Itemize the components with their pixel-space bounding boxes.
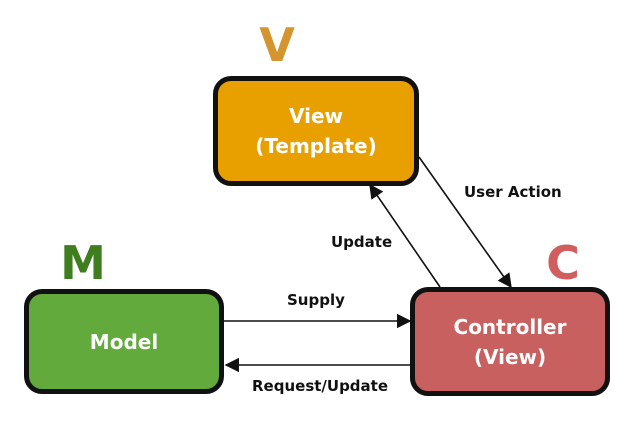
controller-box-title: Controller — [453, 314, 567, 339]
view-box-title: View — [288, 104, 344, 128]
label-user-action: User Action — [464, 183, 562, 201]
label-supply: Supply — [287, 291, 345, 309]
view-box: View (Template) — [213, 76, 419, 186]
letter-v: V — [259, 18, 295, 72]
letter-c: C — [546, 236, 580, 290]
arrow-update — [369, 183, 441, 288]
letter-m: M — [60, 236, 106, 290]
label-request-update: Request/Update — [252, 377, 389, 395]
controller-box-subtitle: (View) — [473, 344, 547, 369]
model-box: Model — [24, 289, 224, 394]
model-box-title: Model — [89, 329, 159, 354]
label-update: Update — [331, 233, 393, 251]
view-box-subtitle: (Template) — [255, 134, 377, 158]
controller-box: Controller (View) — [410, 287, 610, 396]
arrow-user-action — [418, 156, 512, 289]
